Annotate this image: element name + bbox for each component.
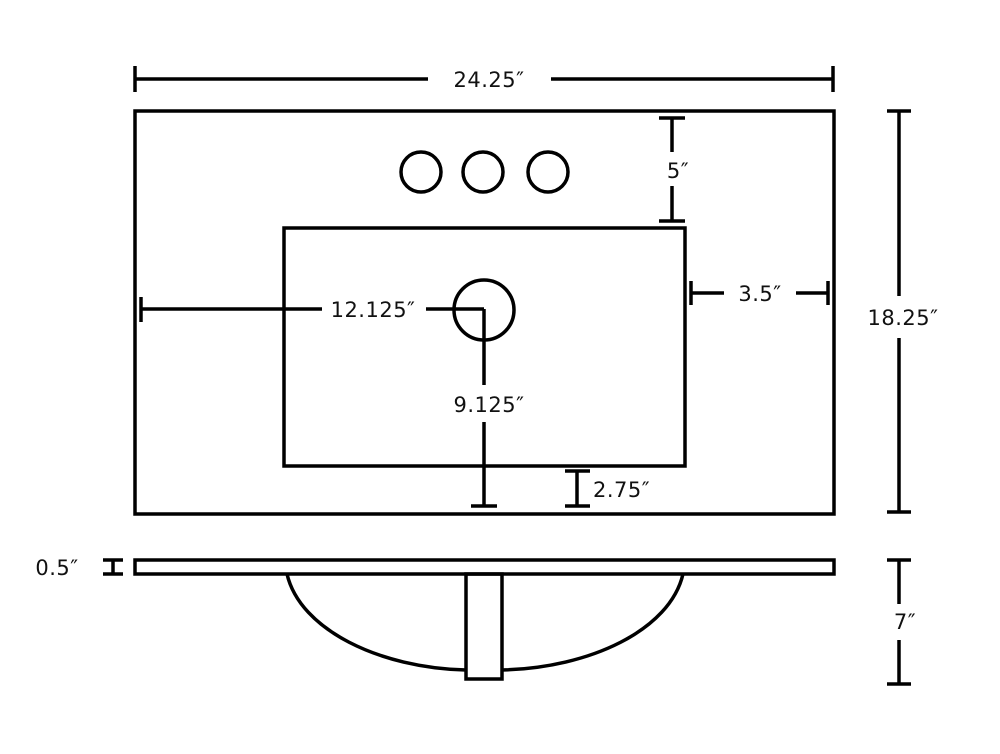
bowl-to-right-label: 3.5″ (738, 282, 781, 306)
faucet-hole-center (461, 150, 505, 194)
faucet-to-bowl-label: 5″ (667, 159, 689, 183)
bowl-profile-left (285, 573, 467, 672)
overall-depth-label: 18.25″ (868, 306, 939, 330)
bowl-depth-label: 7″ (894, 610, 916, 634)
bowl-to-front-label: 2.75″ (593, 478, 650, 502)
overall-width-label: 24.25″ (454, 68, 525, 92)
drain-tailpiece (464, 572, 504, 681)
drain-from-left-label: 12.125″ (331, 298, 416, 322)
drain-from-front-dimension: 9.125″ (454, 309, 525, 508)
countertop-side (133, 558, 836, 576)
faucet-hole-right (526, 150, 570, 194)
countertop-outline (133, 109, 836, 516)
faucet-hole-left (399, 150, 443, 194)
thickness-dimension: 0.5″ (35, 556, 123, 580)
bowl-to-right-dimension: 3.5″ (689, 281, 830, 306)
drain-from-left-dimension: 12.125″ (139, 297, 484, 322)
side-view (133, 558, 836, 681)
bowl-to-front-dimension: 2.75″ (565, 469, 650, 508)
thickness-label: 0.5″ (35, 556, 78, 580)
bowl-profile-right (501, 573, 685, 672)
drain-from-front-label: 9.125″ (454, 393, 525, 417)
bowl-depth-dimension: 7″ (887, 558, 916, 686)
width-dimension: 24.25″ (133, 66, 835, 92)
depth-dimension: 18.25″ (868, 109, 939, 514)
faucet-to-bowl-dimension: 5″ (659, 116, 689, 223)
